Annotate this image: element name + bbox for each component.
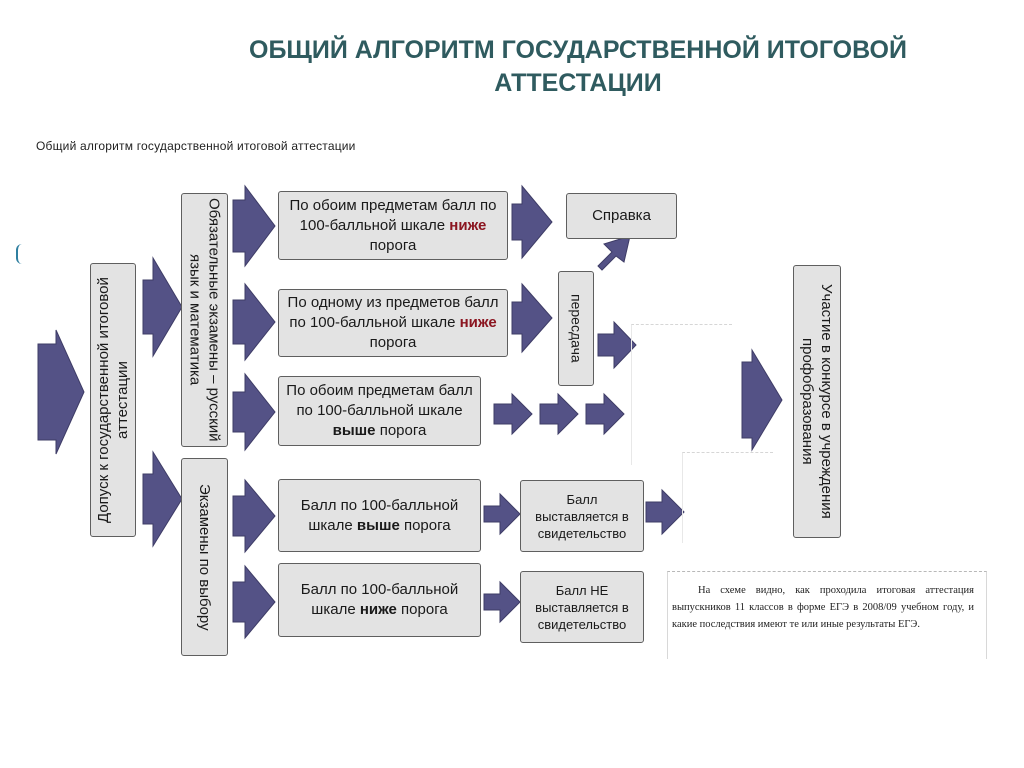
admission-box: Допуск к государственной итоговой аттест… (90, 263, 136, 537)
arrow-retake-up (597, 235, 631, 271)
arrow-certificate-score-out (645, 488, 685, 536)
one-below-post: порога (369, 334, 417, 351)
mandatory-exams-box: Обязательные экзамены – русский язык и м… (181, 193, 228, 447)
one-below-em: ниже (459, 314, 497, 331)
one-below-box: По одному из предметов балл по 100-балль… (278, 289, 508, 357)
arrow-elective-below (483, 580, 521, 624)
diagram-caption: Общий алгоритм государственной итоговой … (36, 139, 356, 153)
arrow-chain-2 (539, 392, 579, 436)
elective-below-box: Балл по 100-балльной шкале ниже порога (278, 563, 481, 637)
elective-below-text: Балл по 100-балльной шкале (300, 581, 459, 618)
slide-title-line2: АТТЕСТАЦИИ (494, 69, 662, 97)
competition-box: Участие в конкурсе в учреждения профобра… (793, 265, 841, 538)
arrow-m-1 (232, 184, 276, 268)
arrow-e-1 (232, 478, 276, 554)
one-below-text: По одному из предметов балл по 100-балль… (287, 294, 499, 331)
elective-above-text: Балл по 100-балльной шкале (300, 496, 459, 534)
score-in-certificate-box: Балл выставляется в свидетельство (520, 480, 644, 552)
both-below-box: По обоим предметам балл по 100-балльной … (278, 191, 508, 260)
faint-frame-1 (631, 324, 732, 465)
both-below-em: ниже (449, 216, 487, 234)
both-above-box: По обоим предметам балл по 100-балльной … (278, 376, 481, 446)
arrow-to-retake (511, 282, 553, 354)
arrow-m-2 (232, 282, 276, 362)
both-above-text: По обоим предметам балл по 100-балльной … (286, 382, 473, 419)
arrow-e-2 (232, 564, 276, 640)
both-below-text: По обоим предметам балл по 100-балльной … (289, 196, 497, 234)
slide-title: ОБЩИЙ АЛГОРИТМ ГОСУДАРСТВЕННОЙ ИТОГОВОЙ … (200, 34, 956, 100)
elective-above-em: выше (356, 516, 400, 534)
both-below-post: порога (369, 236, 417, 254)
elective-exams-box: Экзамены по выбору (181, 458, 228, 656)
elective-below-post: порога (396, 601, 448, 618)
elective-above-post: порога (399, 516, 451, 534)
both-above-em: выше (332, 422, 376, 439)
note-frame (667, 571, 987, 659)
arrow-start (37, 329, 85, 455)
both-above-post: порога (375, 422, 427, 439)
arrow-m-3 (232, 372, 276, 452)
arrow-retake-out (597, 320, 637, 370)
slide-title-line1: ОБЩИЙ АЛГОРИТМ ГОСУДАРСТВЕННОЙ ИТОГОВОЙ (249, 36, 907, 64)
side-marker (16, 244, 22, 264)
elective-above-box: Балл по 100-балльной шкале выше порога (278, 479, 481, 552)
retake-box: пересдача (558, 271, 594, 386)
arrow-chain-1 (493, 392, 533, 436)
arrow-to-certificate (511, 184, 553, 260)
explanation-note: На схеме видно, как проходила итоговая а… (672, 585, 974, 630)
elective-below-em: ниже (359, 601, 397, 618)
arrow-to-elective (142, 450, 183, 548)
faint-frame-2 (682, 452, 773, 543)
arrow-to-mandatory (142, 256, 183, 358)
arrow-elective-above (483, 492, 521, 536)
arrow-chain-3 (585, 392, 625, 436)
arrow-to-competition (741, 348, 783, 452)
score-not-in-certificate-box: Балл НЕ выставляется в свидетельство (520, 571, 644, 643)
certificate-note-box: Справка (566, 193, 677, 239)
